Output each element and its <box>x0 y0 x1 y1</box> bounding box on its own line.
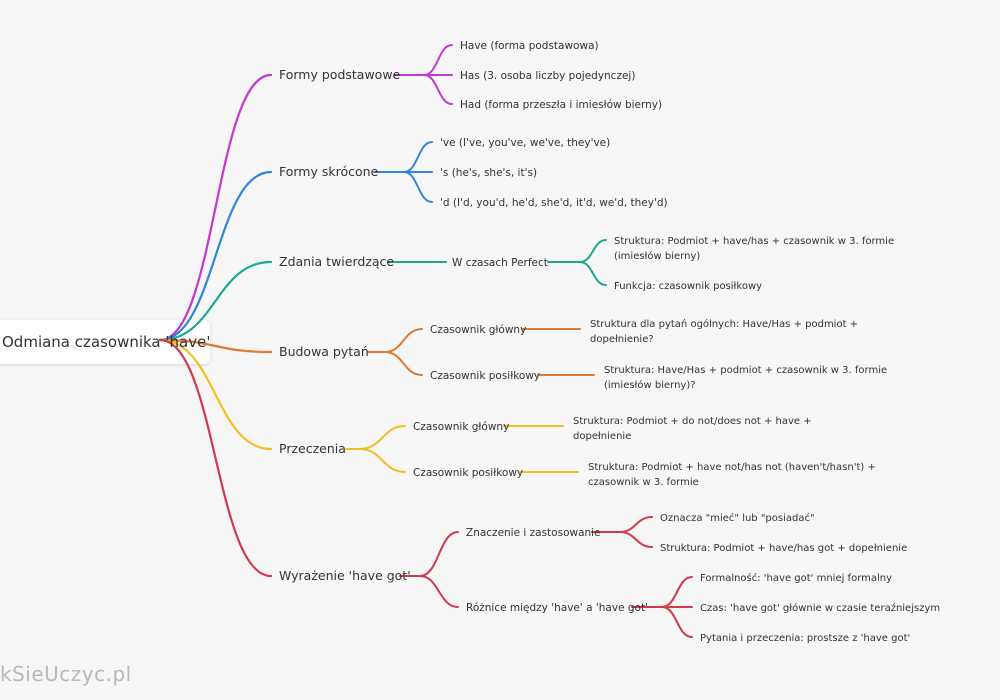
branch-4-sub-1: Czasownik główny <box>430 324 526 336</box>
branch-5-label: Przeczenia <box>279 441 346 456</box>
branch-1-sub-edge <box>423 44 453 76</box>
branch-3-leaf-1-1: Struktura: Podmiot + have/has + czasowni… <box>614 236 894 262</box>
branch-6-leaf-edge <box>619 531 653 548</box>
branch-6-leaf-2-2-line: Czas: 'have got' głównie w czasie teraźn… <box>700 602 940 614</box>
branch-3-edge <box>158 260 273 342</box>
branch-6-leaf-edge <box>661 606 693 638</box>
branch-4-leaf-1-1-line: dopełnienie? <box>590 334 654 345</box>
branch-4-sub-edge <box>384 351 423 376</box>
branch-6-label: Wyrażenie 'have got' <box>279 568 411 583</box>
branch-1-edge <box>158 73 273 342</box>
branch-5-sub-2: Czasownik posiłkowy <box>413 467 523 479</box>
branch-4-label: Budowa pytań <box>279 344 369 359</box>
branch-5-leaf-2-1-line: czasownik w 3. formie <box>588 477 699 488</box>
branch-6-leaf-1-2: Struktura: Podmiot + have/has got + dope… <box>660 543 907 554</box>
branch-3-leaf-1-2: Funkcja: czasownik posiłkowy <box>614 281 762 292</box>
branch-3-sub-1: W czasach Perfect <box>452 257 548 269</box>
branch-2-sub-edge <box>403 141 433 173</box>
branch-6-leaf-edge <box>619 516 653 533</box>
branch-3-leaf-1-1-line: (imiesłów bierny) <box>614 250 700 262</box>
branch-2-label: Formy skrócone <box>279 164 379 179</box>
branch-6-leaf-2-3-line: Pytania i przeczenia: prostsze z 'have g… <box>700 633 910 644</box>
branch-1-sub-edge <box>423 74 453 105</box>
branch-6-leaf-1-2-line: Struktura: Podmiot + have/has got + dope… <box>660 543 907 554</box>
branch-5-leaf-2-1: Struktura: Podmiot + have not/has not (h… <box>588 462 876 488</box>
branch-2-edge <box>158 170 273 342</box>
branch-6-leaf-2-2: Czas: 'have got' głównie w czasie teraźn… <box>700 602 940 614</box>
branch-2-sub-2: 's (he's, she's, it's) <box>440 167 537 179</box>
branch-2-sub-1: 've (I've, you've, we've, they've) <box>440 137 610 149</box>
branch-3-label: Zdania twierdzące <box>279 254 394 269</box>
branch-6-leaf-2-1: Formalność: 'have got' mniej formalny <box>700 572 892 584</box>
branch-5-leaf-1-1-line: Struktura: Podmiot + do not/does not + h… <box>573 416 812 427</box>
branch-4-leaf-2-1: Struktura: Have/Has + podmiot + czasowni… <box>604 365 887 391</box>
branch-5-sub-1: Czasownik główny <box>413 421 509 433</box>
branch-4-leaf-1-1-line: Struktura dla pytań ogólnych: Have/Has +… <box>590 318 858 330</box>
root-label: Odmiana czasownika 'have' <box>2 333 210 351</box>
branch-3-leaf-1-1-line: Struktura: Podmiot + have/has + czasowni… <box>614 236 894 247</box>
branch-5-sub-edge <box>359 425 406 450</box>
edges <box>158 44 693 638</box>
branch-5-leaf-2-1-line: Struktura: Podmiot + have not/has not (h… <box>588 462 876 473</box>
branch-4-edge <box>158 338 273 354</box>
branch-5-leaf-1-1-line: dopełnienie <box>573 431 631 442</box>
branch-5-leaf-1-1: Struktura: Podmiot + do not/does not + h… <box>573 416 812 442</box>
labels: Odmiana czasownika 'have' Formy podstawo… <box>2 40 940 644</box>
branch-6-sub-edge <box>419 575 459 608</box>
branch-6-leaf-2-3: Pytania i przeczenia: prostsze z 'have g… <box>700 633 910 644</box>
branch-6-leaf-1-1-line: Oznacza "mieć" lub "posiadać" <box>660 512 815 524</box>
branch-4-sub-edge <box>384 328 423 353</box>
branch-4-leaf-2-1-line: Struktura: Have/Has + podmiot + czasowni… <box>604 365 887 376</box>
watermark: kSieUczyc.pl <box>0 662 132 686</box>
branch-1-sub-3: Had (forma przeszła i imiesłów bierny) <box>460 99 662 111</box>
branch-4-leaf-2-1-line: (imiesłów bierny)? <box>604 379 696 391</box>
branch-2-sub-edge <box>403 171 433 203</box>
branch-6-leaf-2-1-line: Formalność: 'have got' mniej formalny <box>700 572 892 584</box>
branch-1-label: Formy podstawowe <box>279 67 401 82</box>
branch-6-edge <box>158 338 273 578</box>
branch-6-leaf-1-1: Oznacza "mieć" lub "posiadać" <box>660 512 815 524</box>
branch-4-sub-2: Czasownik posiłkowy <box>430 370 540 382</box>
branch-3-leaf-edge <box>579 261 607 286</box>
branch-6-sub-2: Różnice między 'have' a 'have got' <box>466 602 648 614</box>
branch-3-leaf-edge <box>579 239 607 263</box>
branch-5-sub-edge <box>359 448 406 473</box>
branch-6-sub-1: Znaczenie i zastosowanie <box>466 527 601 539</box>
branch-4-leaf-1-1: Struktura dla pytań ogólnych: Have/Has +… <box>590 318 858 345</box>
branch-6-leaf-edge <box>661 576 693 608</box>
branch-6-sub-edge <box>419 531 459 577</box>
branch-5-edge <box>158 338 273 451</box>
branch-1-sub-2: Has (3. osoba liczby pojedynczej) <box>460 70 635 82</box>
branch-1-sub-1: Have (forma podstawowa) <box>460 40 599 52</box>
branch-2-sub-3: 'd (I'd, you'd, he'd, she'd, it'd, we'd,… <box>440 197 668 209</box>
branch-3-leaf-1-2-line: Funkcja: czasownik posiłkowy <box>614 281 762 292</box>
